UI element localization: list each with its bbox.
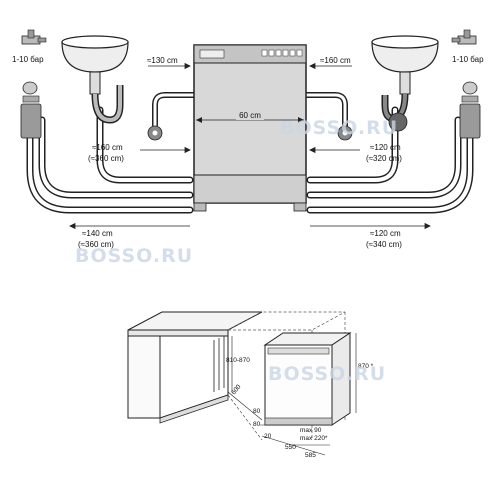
inlet-valve-left-icon [20, 81, 42, 139]
leg-right [293, 202, 307, 212]
niche-dim-550: 550 [285, 444, 296, 451]
watermark-1: BOSSO.RU [280, 117, 398, 139]
right-bottom-length-1: ≈120 cm [370, 229, 401, 238]
pressure-label-right: 1-10 бар [452, 55, 484, 64]
watermark-3: BOSSO.RU [268, 363, 386, 385]
control-display [199, 49, 225, 59]
niche-back-wall [213, 336, 229, 395]
niche-inner-height: 870 * [358, 363, 374, 370]
countertop [127, 311, 263, 331]
left-drain-length-1: ≈160 cm [92, 143, 123, 152]
hose-loops [26, 92, 474, 214]
drain-socket-right-icon [337, 125, 353, 141]
dishwasher-front: 60 cm [193, 44, 307, 212]
niche-dim-80-b: 80 [253, 421, 261, 428]
cabinet-side [127, 335, 161, 419]
sink-right [371, 35, 439, 122]
left-drain-length-2: (≈360 cm) [88, 154, 124, 163]
niche-dimension-lines [227, 333, 357, 456]
niche-height-range: 810-870 [226, 357, 250, 364]
niche-dim-80-a: 80 [253, 408, 261, 415]
siphon-right-icon [388, 112, 408, 132]
watermark-2: BOSSO.RU [75, 245, 193, 267]
dishwasher-body [263, 332, 352, 426]
width-label: 60 cm [239, 111, 261, 120]
niche-dim-max90: max 90 [300, 427, 322, 434]
right-drain-length-2: (≈320 cm) [366, 154, 402, 163]
water-tap-left-icon [21, 29, 47, 45]
inlet-valve-right-icon [459, 81, 481, 139]
water-tap-right-icon [451, 29, 477, 45]
right-bottom-length-2: (≈340 cm) [366, 240, 402, 249]
drain-hose-right-label: ≈160 cm [320, 56, 351, 65]
dimension-arrows [69, 62, 431, 230]
niche-dim-585: 585 [305, 452, 316, 459]
drain-hose-left-label: ≈130 cm [147, 56, 178, 65]
leg-left [193, 202, 207, 212]
niche-drawing: 810-870 600 870 * 80 80 max 90 max 220* … [127, 311, 374, 459]
connection-scheme: 60 cm [12, 29, 484, 249]
niche-dim-max220: max 220* [300, 435, 328, 442]
cabinet-front [159, 335, 229, 419]
control-buttons [261, 49, 303, 57]
left-bottom-length-2: (≈360 cm) [78, 240, 114, 249]
right-drain-length-1: ≈120 cm [370, 143, 401, 152]
pressure-label-left: 1-10 бар [12, 55, 44, 64]
left-bottom-length-1: ≈140 cm [82, 229, 113, 238]
niche-dim-20: 20 [264, 433, 272, 440]
drain-socket-left-icon [147, 125, 163, 141]
sink-left [61, 35, 129, 124]
